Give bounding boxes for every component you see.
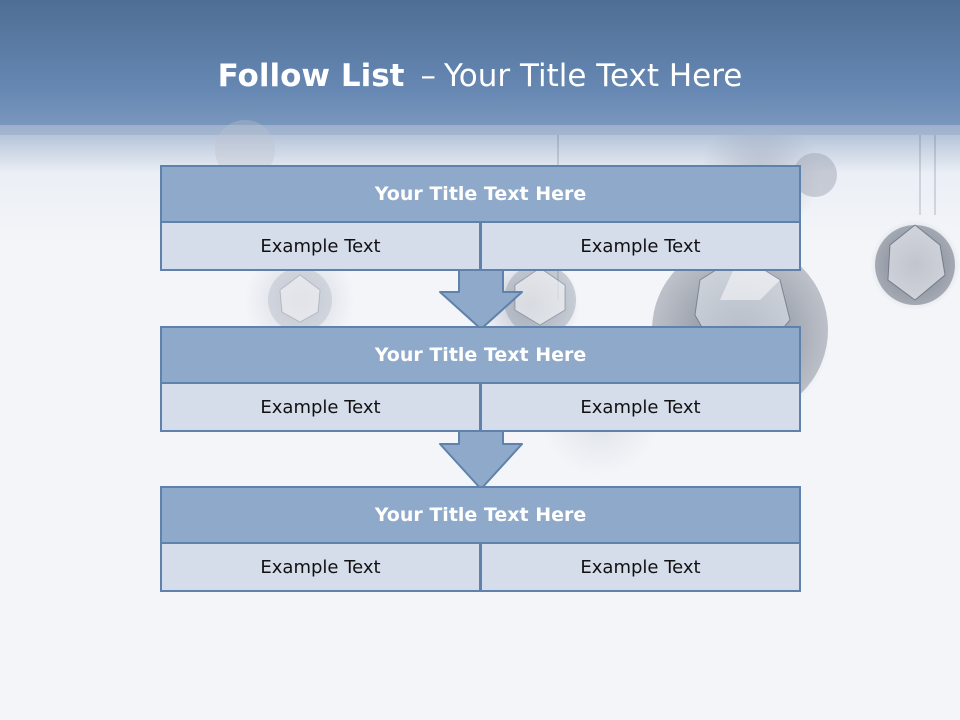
block-title: Your Title Text Here [160, 486, 801, 544]
title-rest: Your Title Text Here [443, 58, 743, 94]
list-block-3: Your Title Text Here Example Text Exampl… [160, 486, 801, 592]
crystal-ball-left [268, 268, 332, 332]
crystal-ball-right [875, 224, 955, 305]
title-separator: – [420, 58, 436, 94]
block-cell-left: Example Text [160, 382, 481, 432]
block-cell-right: Example Text [480, 382, 801, 432]
down-arrow-icon [439, 430, 523, 490]
block-title: Your Title Text Here [160, 165, 801, 223]
block-cell-left: Example Text [160, 542, 481, 592]
header-band [0, 0, 960, 135]
page-title: Follow List–Your Title Text Here [0, 54, 960, 98]
block-cell-right: Example Text [480, 221, 801, 271]
crystal-ball-center [504, 264, 576, 336]
block-cell-right: Example Text [480, 542, 801, 592]
down-arrow-icon [439, 270, 523, 330]
list-block-2: Your Title Text Here Example Text Exampl… [160, 326, 801, 432]
list-block-1: Your Title Text Here Example Text Exampl… [160, 165, 801, 271]
block-title: Your Title Text Here [160, 326, 801, 384]
title-bold: Follow List [217, 58, 405, 94]
block-cell-left: Example Text [160, 221, 481, 271]
